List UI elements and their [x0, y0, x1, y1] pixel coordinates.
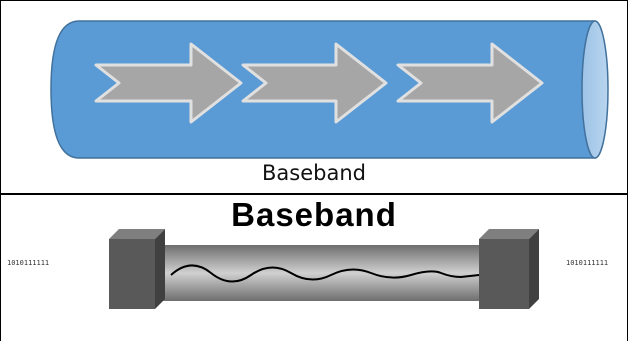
top-caption: Baseband: [262, 161, 366, 185]
panel-divider: [0, 193, 628, 195]
arrow-right-icon: [396, 42, 544, 124]
right-connector: [479, 229, 539, 309]
top-panel: Baseband: [1, 1, 627, 193]
baseband-cylinder-diagram: [50, 20, 609, 159]
bottom-panel: Baseband 1010111111 1010111111: [1, 195, 627, 341]
bits-left-label: 1010111111: [7, 259, 50, 267]
baseband-cable-diagram: [109, 229, 539, 309]
bottom-title: Baseband: [231, 196, 397, 233]
baseband-waveform: [170, 264, 480, 283]
coax-cable: [151, 245, 491, 301]
arrow-right-icon: [241, 42, 388, 124]
left-connector: [109, 229, 165, 309]
bits-right-label: 1010111111: [566, 259, 609, 267]
cable-end-cap: [581, 20, 609, 159]
arrow-right-icon: [94, 42, 243, 124]
